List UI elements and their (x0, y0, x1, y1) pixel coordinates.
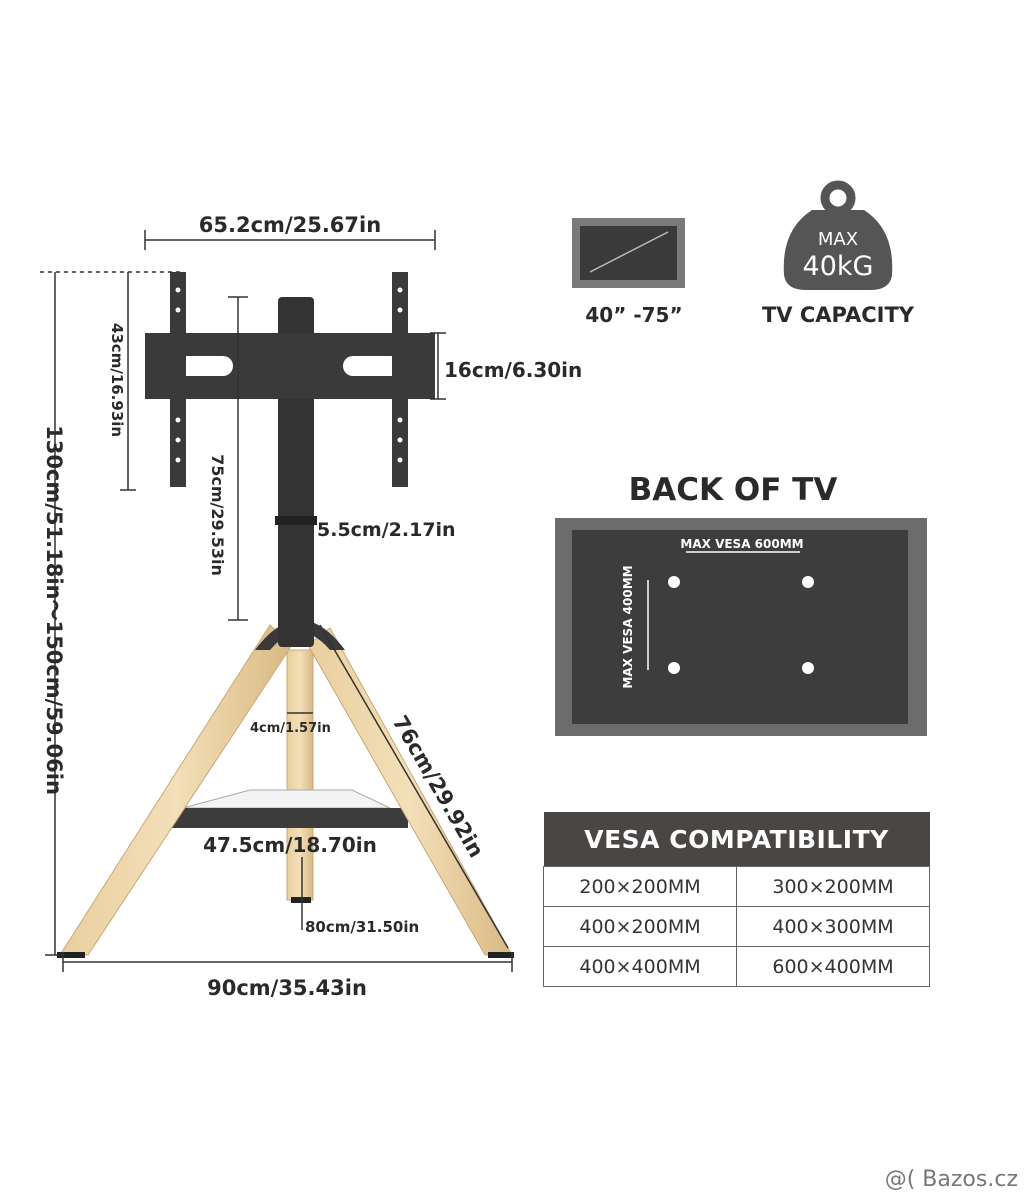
dimension-lines (40, 230, 513, 972)
dim-bracket-height: 16cm/6.30in (444, 358, 582, 382)
bracket-slot-left (175, 356, 233, 376)
table-cell: 400×200MM (543, 906, 737, 947)
watermark: @( Bazos.cz (884, 1167, 1018, 1192)
table-cell: 300×200MM (736, 866, 930, 907)
table-cell: 400×300MM (736, 906, 930, 947)
capacity-max: MAX (818, 229, 858, 250)
tv-size-icon (572, 218, 685, 288)
shelf-rail (168, 808, 408, 828)
table-row: 400×200MM 400×300MM (543, 906, 930, 947)
vesa-vertical-label: MAX VESA 400MM (621, 565, 635, 688)
dim-shelf-height: 80cm/31.50in (305, 918, 419, 936)
foot-right (488, 952, 514, 958)
dim-pole-travel: 75cm/29.53in (208, 454, 227, 576)
arm-right (392, 272, 408, 487)
dim-height-total: 130cm/51.18in～150cm/59.06in (42, 425, 66, 795)
dim-pole-diameter: 5.5cm/2.17in (317, 519, 456, 541)
stand-illustration (57, 272, 514, 958)
shelf-top (182, 789, 391, 809)
dim-leg-diameter: 4cm/1.57in (250, 721, 331, 736)
capacity-value: 40kG (803, 251, 874, 282)
dim-width-top: 65.2cm/25.67in (199, 213, 381, 237)
weight-icon (783, 180, 893, 290)
vesa-compatibility-table: VESA COMPATIBILITY 200×200MM 300×200MM 4… (543, 812, 930, 987)
vesa-table-title: VESA COMPATIBILITY (543, 812, 930, 867)
vesa-horizontal-label: MAX VESA 600MM (680, 537, 803, 551)
pole-collar (275, 516, 317, 525)
arm-holes (175, 287, 403, 463)
table-row: 200×200MM 300×200MM (543, 866, 930, 907)
table-cell: 600×400MM (736, 946, 930, 987)
dim-shelf-width: 47.5cm/18.70in (203, 833, 377, 857)
dim-base-width: 90cm/35.43in (207, 976, 367, 1000)
back-of-tv-panel (555, 518, 927, 736)
table-cell: 200×200MM (543, 866, 737, 907)
foot-back (291, 897, 311, 903)
back-leg (286, 649, 314, 901)
capacity-label: TV CAPACITY (762, 303, 915, 327)
foot-left (57, 952, 85, 958)
leg-hub (255, 620, 345, 650)
table-row: 400×400MM 600×400MM (543, 946, 930, 987)
dim-arm-height: 43cm/16.93in (108, 323, 126, 437)
table-cell: 400×400MM (543, 946, 737, 987)
bracket-slot-right (343, 356, 401, 376)
back-of-tv-title: BACK OF TV (629, 472, 838, 508)
arm-left (170, 272, 186, 487)
tv-size-label: 40” -75” (585, 303, 682, 327)
